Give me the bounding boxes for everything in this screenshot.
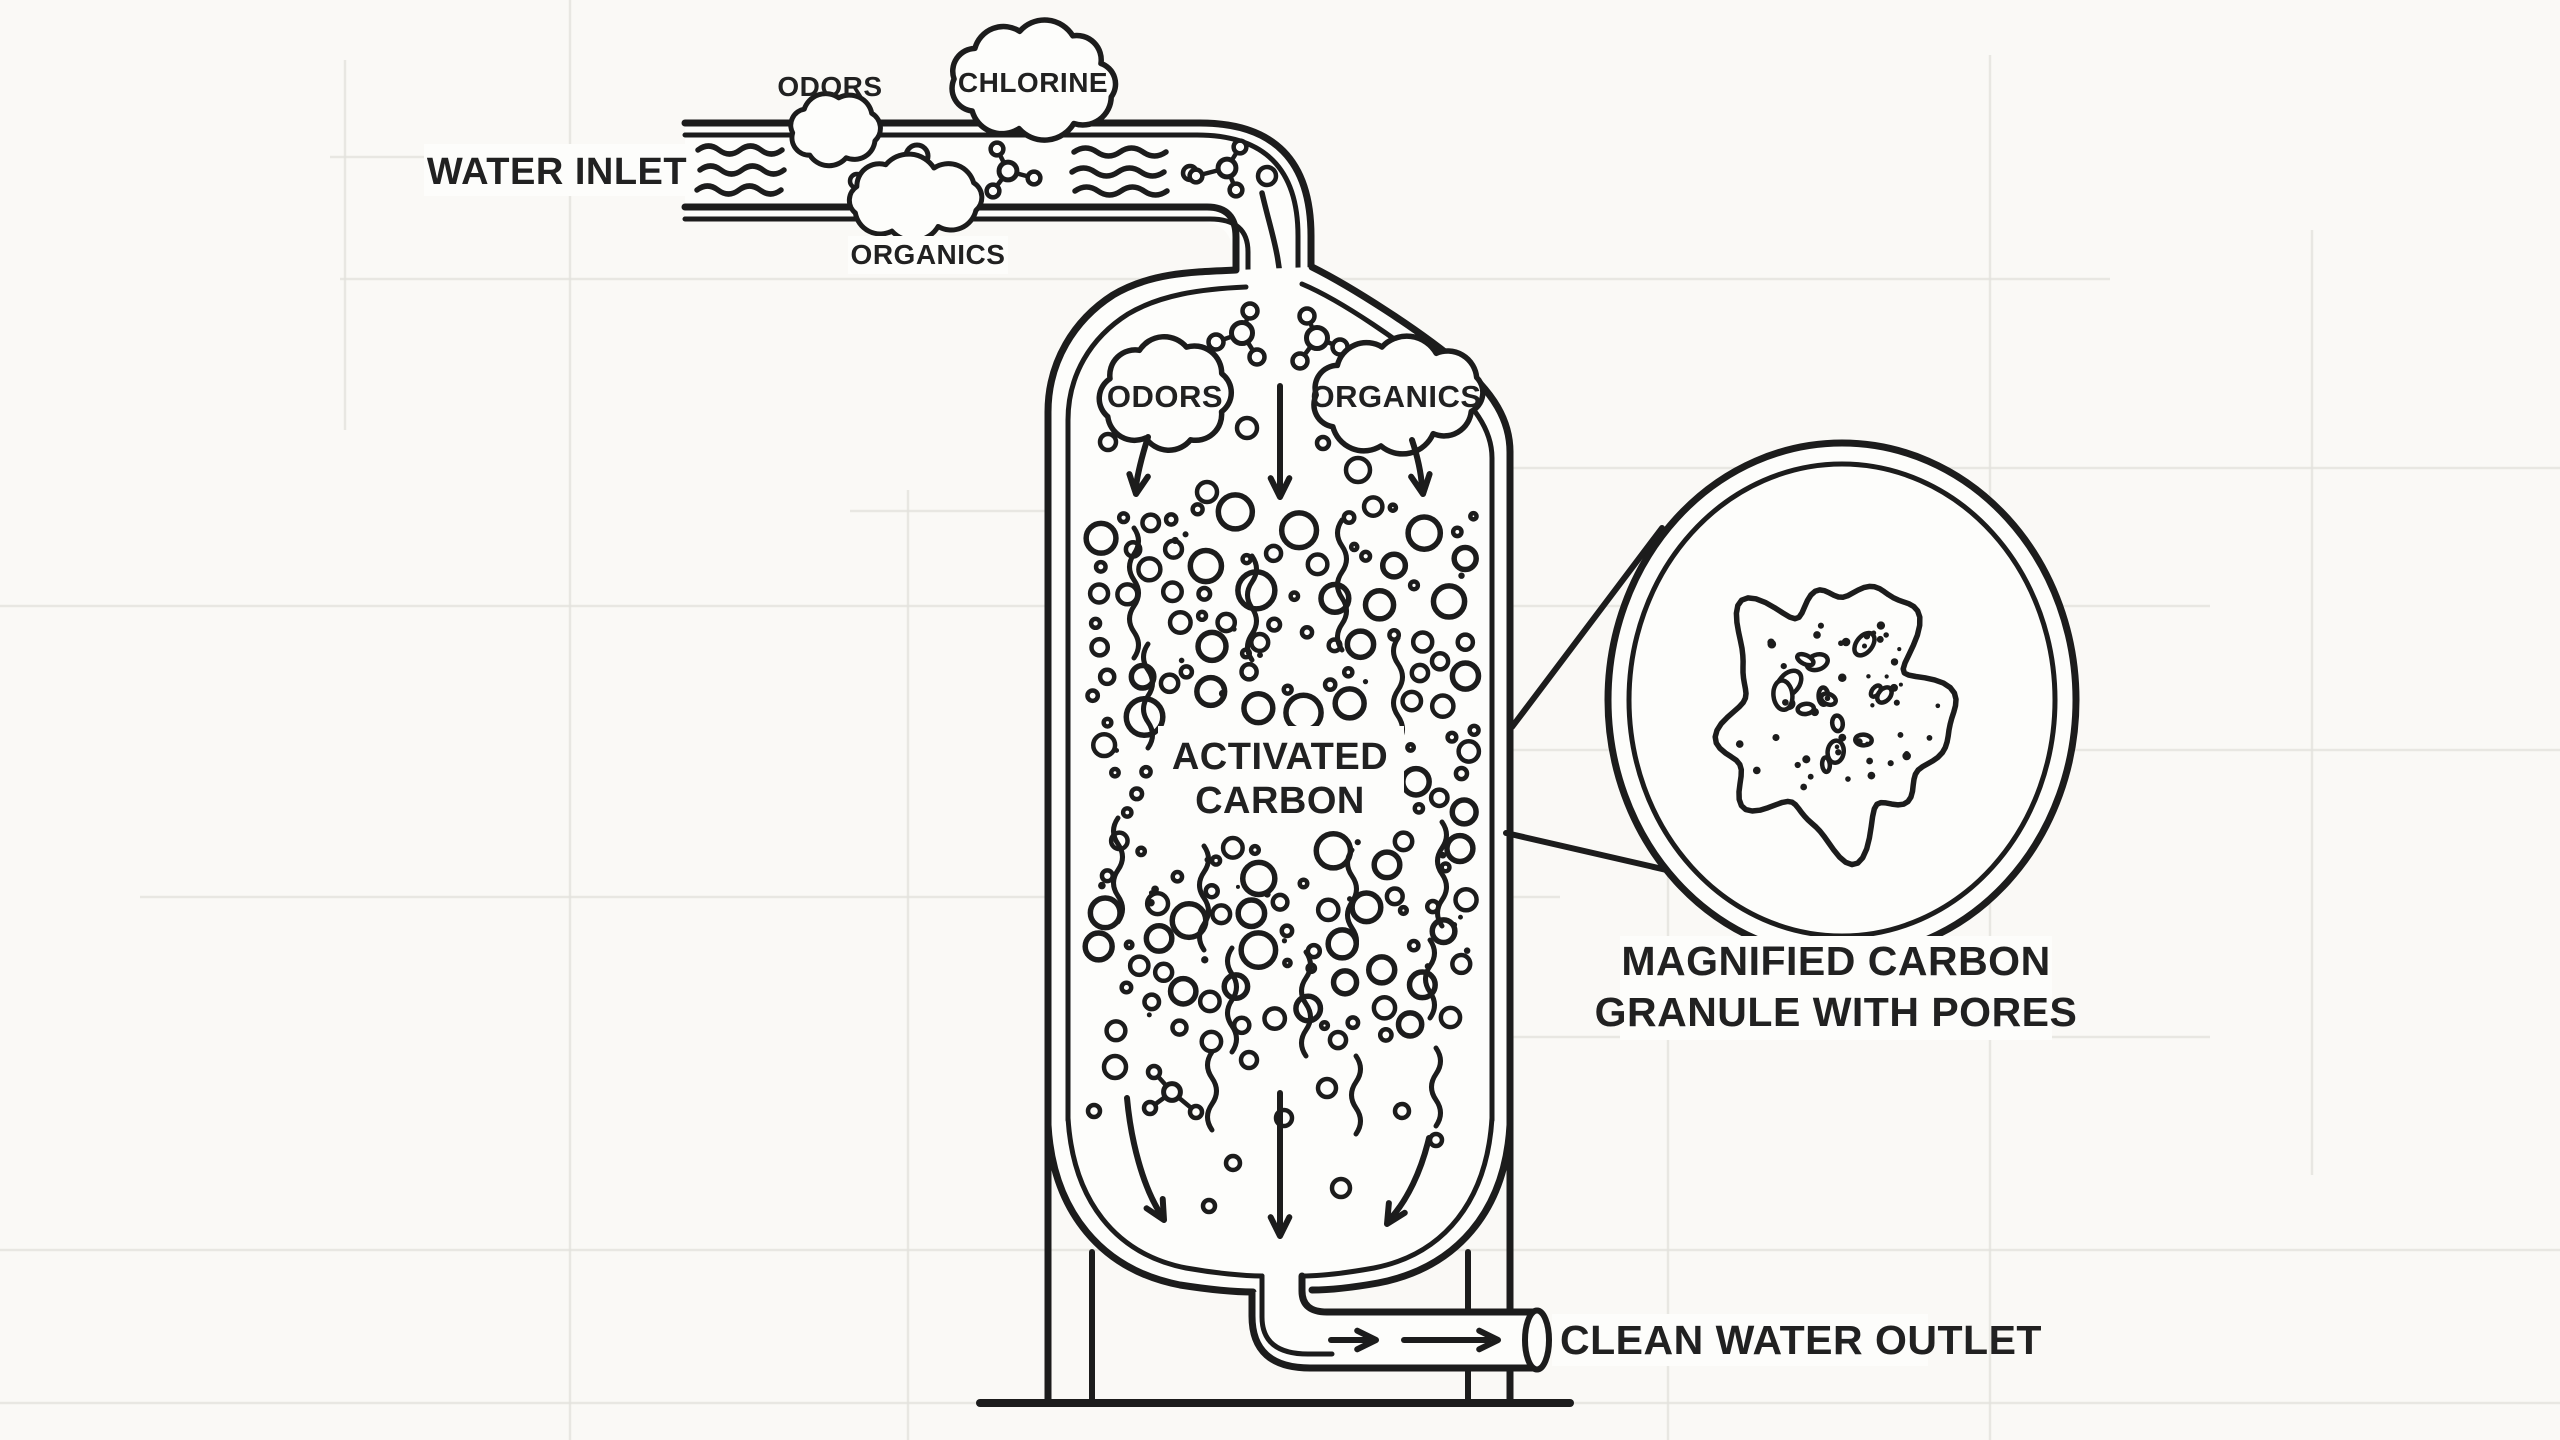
tank-odors-label: ODORS <box>1107 379 1223 414</box>
water-inlet-label: WATER INLET <box>427 151 687 193</box>
tank-organics-label: ORGANICS <box>1310 379 1481 414</box>
activated-carbon-label-line2: CARBON <box>1195 780 1365 822</box>
outlet-pipe <box>976 1272 1574 1407</box>
magnified-granule-view <box>1604 439 2080 961</box>
inlet-pipe <box>681 17 1315 311</box>
magnified-caption-line1: MAGNIFIED CARBON <box>1621 938 2050 984</box>
activated-carbon-label-line1: ACTIVATED <box>1172 736 1388 778</box>
tank-contents <box>1082 301 1486 1239</box>
inlet-chlorine-label: CHLORINE <box>958 67 1108 98</box>
diagram-labels: WATER INLET ODORS CHLORINE ORGANICS ODOR… <box>424 67 2077 1366</box>
magnified-caption-line2: GRANULE WITH PORES <box>1595 989 2078 1035</box>
inlet-organics-label: ORGANICS <box>851 239 1006 270</box>
inlet-odors-label: ODORS <box>777 71 882 102</box>
clean-water-outlet-label: CLEAN WATER OUTLET <box>1560 1317 2042 1363</box>
